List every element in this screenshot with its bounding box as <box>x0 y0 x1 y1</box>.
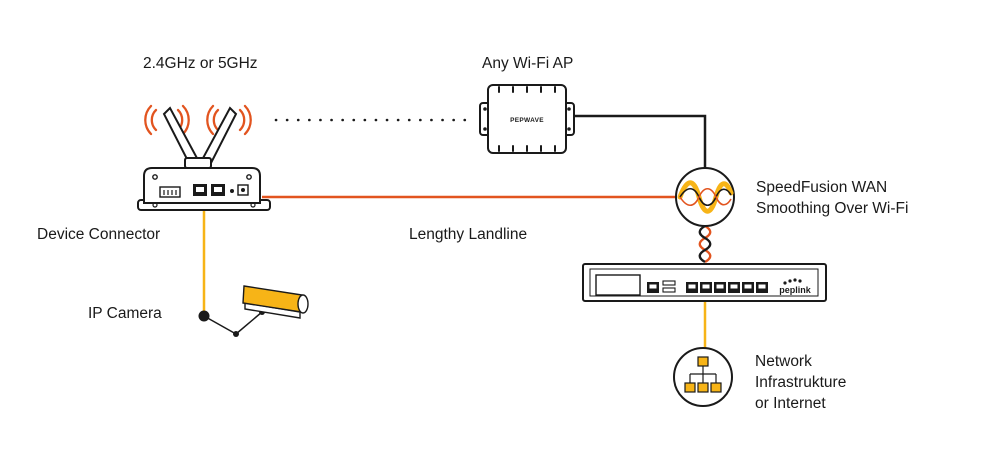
wifi-signal-icon <box>144 104 252 136</box>
ip-camera-label: IP Camera <box>88 305 162 322</box>
peplink-logo-dots <box>783 278 802 285</box>
peplink-router: peplink <box>582 263 827 302</box>
frequency-label: 2.4GHz or 5GHz <box>143 55 258 72</box>
ap-brand-label: PEPWAVE <box>510 117 544 124</box>
wifi-access-point: PEPWAVE <box>479 84 575 154</box>
ap-uplink-cable <box>574 114 707 170</box>
twisted-pair-cable <box>698 224 712 264</box>
speedfusion-label-line-2: Smoothing Over Wi-Fi <box>756 200 909 217</box>
network-label-line-3: or Internet <box>755 395 826 412</box>
network-label-line-1: Network <box>755 353 812 370</box>
ip-camera-icon <box>198 285 309 337</box>
device-connector <box>137 167 271 211</box>
network-label: Network Infrastrukture or Internet <box>755 351 846 414</box>
router-brand-label: peplink <box>779 285 811 295</box>
speedfusion-label-line-1: SpeedFusion WAN <box>756 179 888 196</box>
antenna-icon <box>162 106 238 169</box>
network-label-line-2: Infrastrukture <box>755 374 847 391</box>
landline-label: Lengthy Landline <box>409 226 528 243</box>
speedfusion-label: SpeedFusion WAN Smoothing Over Wi-Fi <box>756 177 908 219</box>
network-tree-icon <box>673 347 733 407</box>
access-point-label: Any Wi-Fi AP <box>482 55 574 72</box>
speedfusion-wave-icon <box>675 167 735 227</box>
device-connector-label: Device Connector <box>37 226 161 243</box>
